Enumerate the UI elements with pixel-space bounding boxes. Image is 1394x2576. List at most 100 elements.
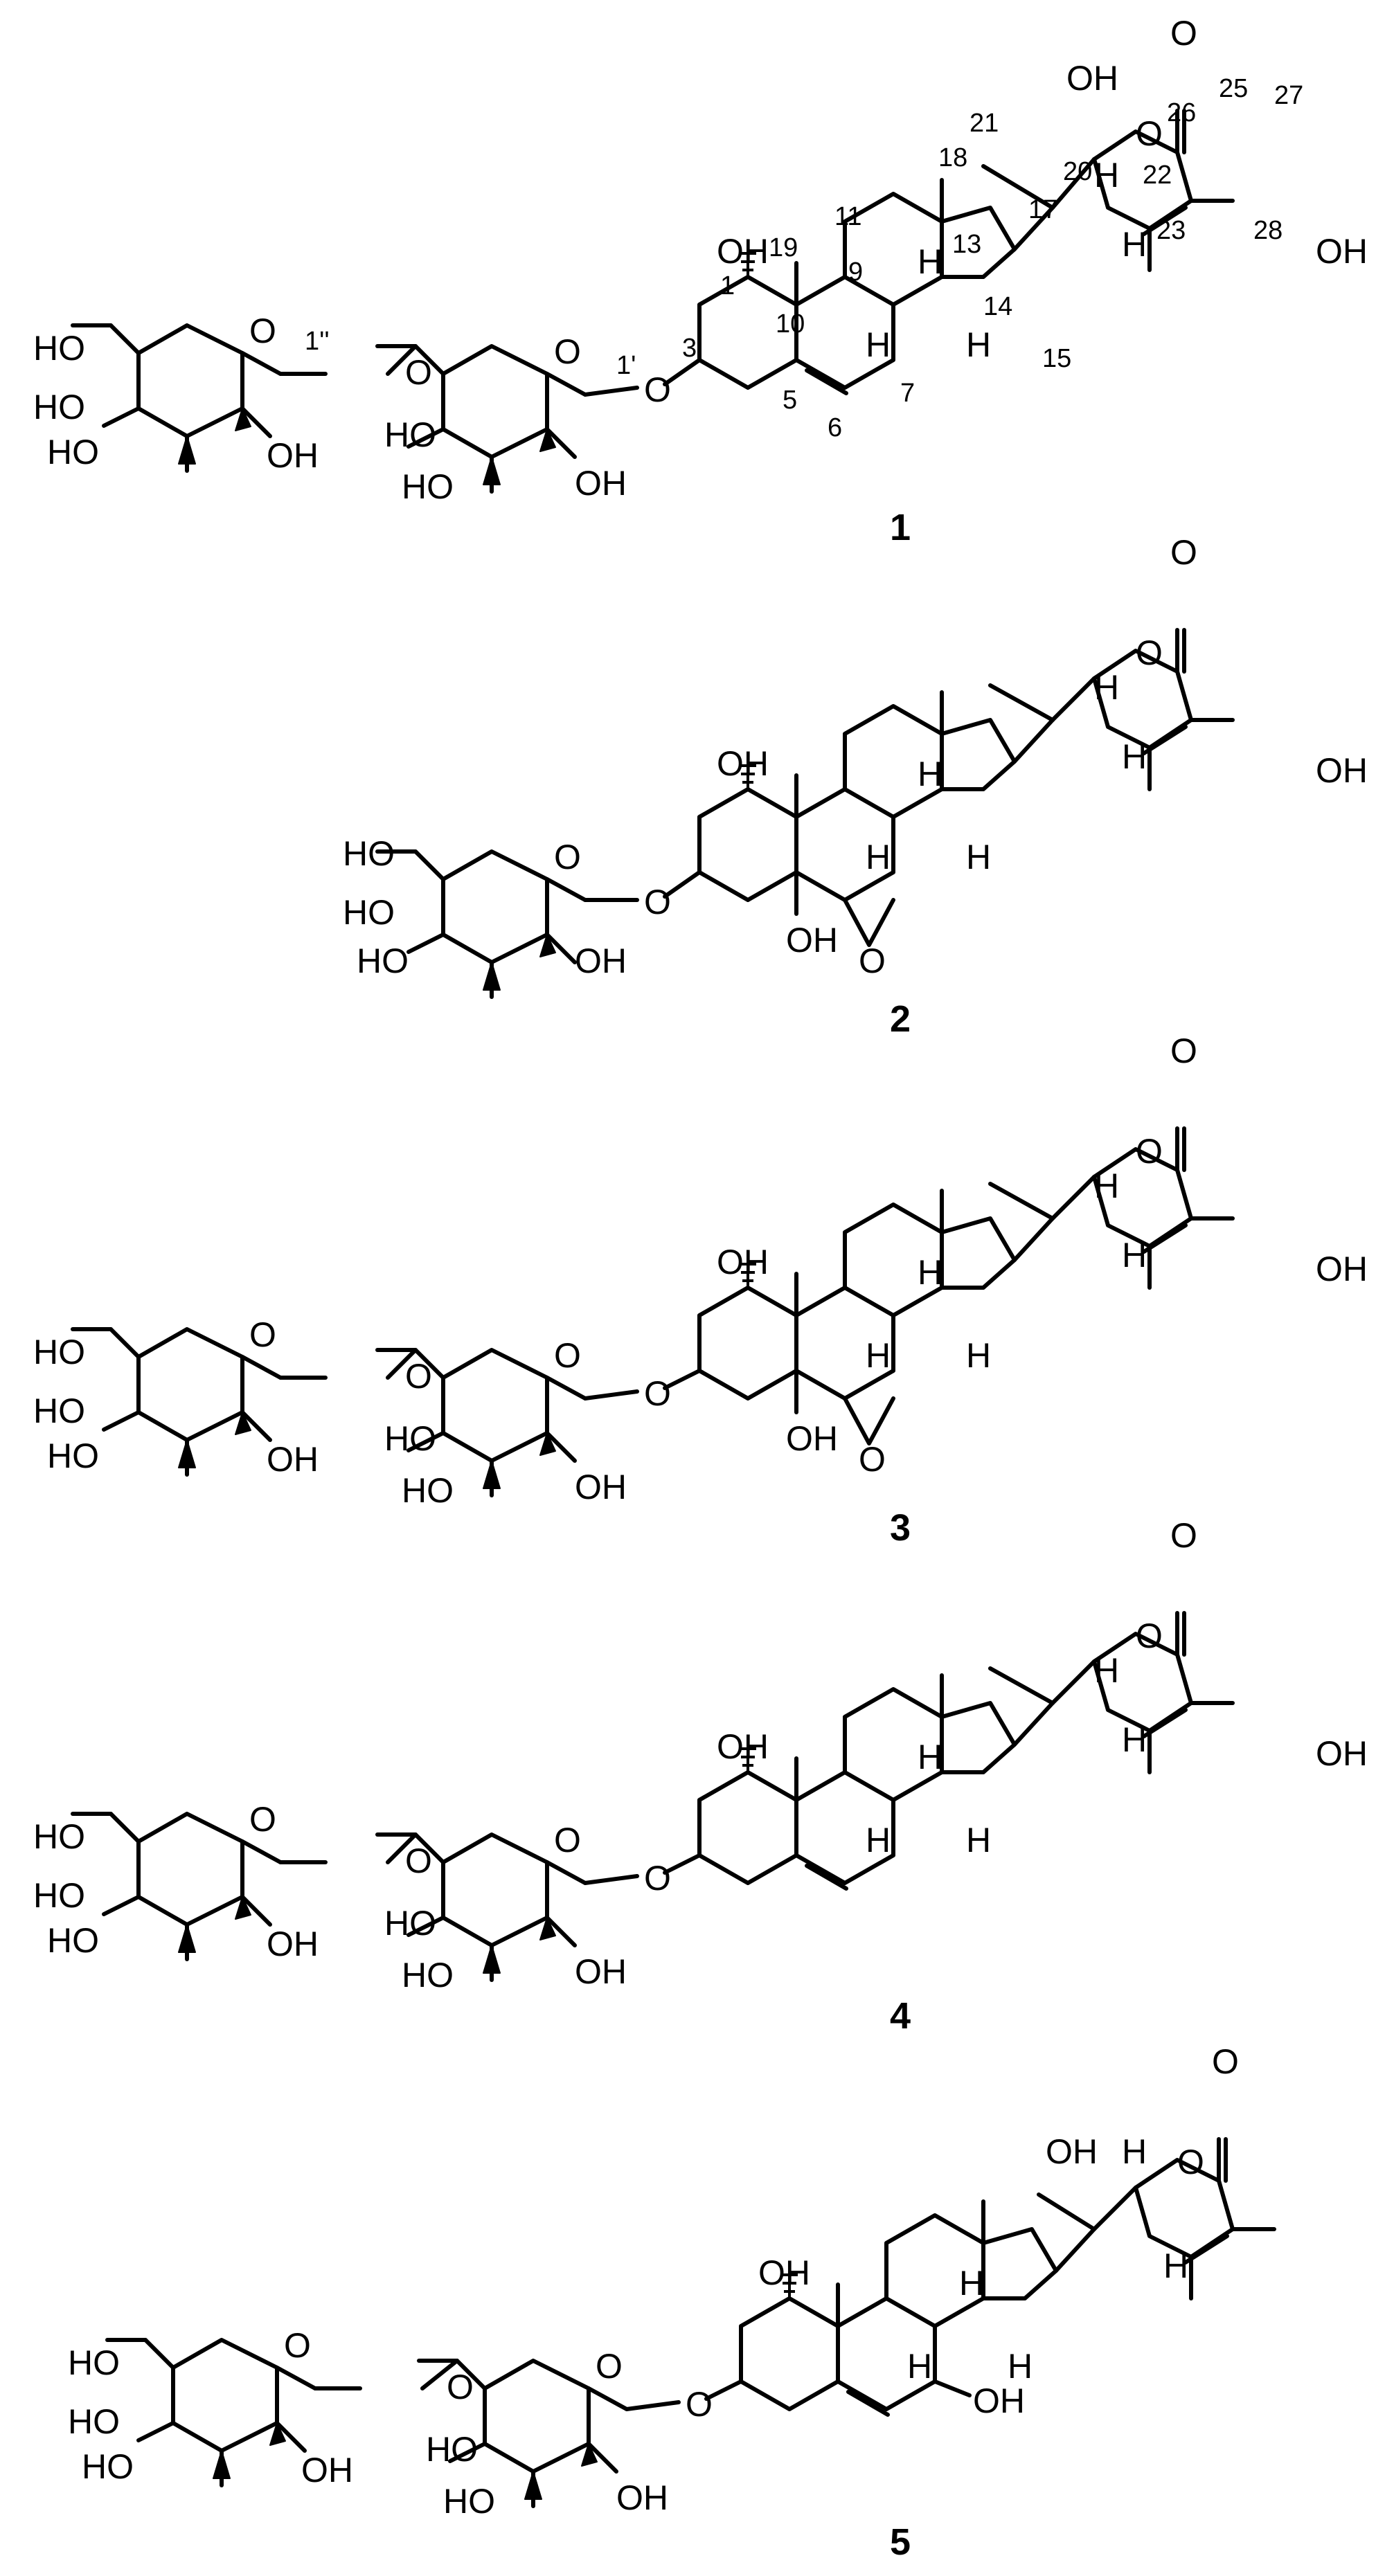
compound-5-sugar1-3-hydroxyl: HO xyxy=(443,2482,495,2521)
compound-5-lactone-ring-oxygen: O xyxy=(1177,2143,1204,2181)
compound-1-17-hydrogen: H xyxy=(1122,225,1147,264)
compound-1-locant-13: 13 xyxy=(952,230,981,259)
compound-5-14-hydrogen: H xyxy=(1008,2347,1033,2386)
compound-1-sugar1-2-hydroxyl: OH xyxy=(575,464,627,503)
compound-4-sugar1-2-hydroxyl: OH xyxy=(575,1952,627,1991)
compound-1-3-oxygen: O xyxy=(644,370,671,409)
compound-4-sugar1-3-hydroxyl: HO xyxy=(402,1956,454,1994)
compound-3-sugar1-ring-oxygen: O xyxy=(554,1336,581,1375)
compound-2-sugar-ring-oxygen: O xyxy=(554,838,581,876)
compound-4-sugar2-4-hydroxyl: HO xyxy=(33,1876,85,1915)
compound-5-lactone-ring xyxy=(1136,2139,1274,2298)
compound-1-locant-15: 15 xyxy=(1042,344,1071,373)
compound-2-sugar-6-hydroxyl: HO xyxy=(343,834,395,873)
compound-1-sugar2-3-hydroxyl: HO xyxy=(47,433,99,471)
compound-5-22-hydrogen: H xyxy=(1122,2132,1147,2171)
compound-1-lactone-ring-oxygen: O xyxy=(1136,114,1163,153)
compound-5-sugar2-6-hydroxyl: HO xyxy=(68,2343,120,2382)
compound-1-locant-10: 10 xyxy=(776,309,805,339)
compound-3-3-oxygen: O xyxy=(644,1374,671,1413)
compound-5-sugar2-4-hydroxyl: HO xyxy=(68,2402,120,2441)
compound-4-lactone-ring xyxy=(1094,1613,1233,1772)
compound-5-sugar2-3-hydroxyl: HO xyxy=(82,2447,134,2486)
compound-1-locant-7: 7 xyxy=(900,379,915,408)
compound-2-5-hydroxyl: OH xyxy=(786,921,838,960)
compound-1-sugar1-3-hydroxyl: HO xyxy=(402,467,454,506)
compound-3-lactone-carbonyl-oxygen: O xyxy=(1170,1032,1197,1070)
compound-5-7-hydroxyl: OH xyxy=(973,2381,1025,2420)
compound-2-8-hydrogen: H xyxy=(918,755,942,793)
compound-1-sugar2-ring-oxygen: O xyxy=(249,312,276,350)
compound-4-3-oxygen: O xyxy=(644,1859,671,1898)
compound-1-locant-28: 28 xyxy=(1253,216,1283,245)
compound-2-9-hydrogen: H xyxy=(866,838,891,876)
compound-5-structure: OH O O OH HO HO HO OH O HO HO OH O OH O … xyxy=(68,2042,1274,2563)
compound-3-sugar1-2-hydroxyl: OH xyxy=(575,1468,627,1506)
compound-3-glycosidic-oxygen: O xyxy=(405,1357,432,1396)
compound-1-locant-9: 9 xyxy=(848,258,863,287)
compound-2-lactone-carbonyl-oxygen: O xyxy=(1170,533,1197,572)
compound-5-sugar1-ring-oxygen: O xyxy=(596,2347,623,2386)
compound-1-locant-17: 17 xyxy=(1028,195,1057,224)
compound-1-locant-23: 23 xyxy=(1156,216,1186,245)
compound-4-sugar2-6-hydroxyl: HO xyxy=(33,1817,85,1856)
compound-4-glycosidic-oxygen: O xyxy=(405,1841,432,1880)
compound-1-27-hydroxyl: OH xyxy=(1316,232,1368,271)
compound-3-sugar2-2-hydroxyl: OH xyxy=(267,1440,319,1479)
compound-1-8-hydrogen: H xyxy=(918,242,942,281)
compound-1-locant-21: 21 xyxy=(969,109,999,138)
compound-2-14-hydrogen: H xyxy=(966,838,991,876)
compound-1-lactone-carbonyl-oxygen: O xyxy=(1170,14,1197,53)
compound-4-17-hydrogen: H xyxy=(1122,1720,1147,1759)
compound-3-structure: OH O O OH O HO HO HO OH O HO HO OH O O O… xyxy=(33,1032,1368,1549)
compound-2-3-oxygen: O xyxy=(644,883,671,921)
compound-1-sugar2-2-hydroxyl: OH xyxy=(267,436,319,475)
compound-2-27-hydroxyl: OH xyxy=(1316,751,1368,790)
compound-5-label: 5 xyxy=(890,2521,911,2563)
compound-2-17-hydrogen: H xyxy=(1122,737,1147,776)
compound-1-locant-26: 26 xyxy=(1167,98,1196,127)
compound-3-9-hydrogen: H xyxy=(866,1336,891,1375)
compound-1-structure: OH O O HO HO HO OH O HO HO OH O OH O O O… xyxy=(33,14,1368,548)
compound-4-label: 4 xyxy=(890,1995,911,2037)
compound-4-27-hydroxyl: OH xyxy=(1316,1734,1368,1773)
compound-5-glycosidic-oxygen: O xyxy=(447,2368,474,2406)
compound-5-20-hydroxyl: OH xyxy=(1046,2132,1098,2171)
compound-5-3-oxygen: O xyxy=(686,2385,713,2424)
compound-1-locant-27: 27 xyxy=(1274,81,1303,110)
compound-3-14-hydrogen: H xyxy=(966,1336,991,1375)
compound-5-sugar2-2-hydroxyl: OH xyxy=(301,2451,353,2489)
compound-1-locant-6: 6 xyxy=(828,413,842,442)
compound-3-sugar2-ring-oxygen: O xyxy=(249,1315,276,1354)
compound-4-1-hydroxyl: OH xyxy=(717,1727,769,1766)
compound-1-locant-1: 1 xyxy=(720,271,735,300)
compound-2-epoxide-oxygen: O xyxy=(859,942,886,980)
compound-2-lactone-ring-oxygen: O xyxy=(1136,633,1163,672)
compound-5-sugar2-ring-oxygen: O xyxy=(284,2326,311,2365)
compound-1-sugar1-ring-oxygen: O xyxy=(554,332,581,371)
compound-1-locant-20: 20 xyxy=(1063,157,1092,186)
compound-3-label: 3 xyxy=(890,1507,911,1549)
compound-3-sugar1-3-hydroxyl: HO xyxy=(402,1471,454,1510)
compound-1-locant-1-double-prime: 1'' xyxy=(305,327,330,356)
compound-2-22-hydrogen: H xyxy=(1094,668,1119,707)
compound-3-17-hydrogen: H xyxy=(1122,1236,1147,1275)
compound-4-sugar2-2-hydroxyl: OH xyxy=(267,1925,319,1963)
compound-1-locant-3: 3 xyxy=(682,334,697,363)
compound-3-lactone-ring-oxygen: O xyxy=(1136,1132,1163,1171)
compound-1-22-hydrogen: H xyxy=(1094,156,1119,195)
compound-2-sugar-4-hydroxyl: HO xyxy=(343,893,395,932)
compound-4-lactone-ring-oxygen: O xyxy=(1136,1616,1163,1655)
compound-2-sugar-3-hydroxyl: HO xyxy=(357,942,409,980)
compound-4-14-hydrogen: H xyxy=(966,1821,991,1859)
compound-1-label: 1 xyxy=(890,507,911,548)
compound-4-22-hydrogen: H xyxy=(1094,1651,1119,1690)
compound-2-structure: OH O OH O HO HO HO OH O O O OH H H H H H… xyxy=(343,533,1368,1040)
compound-1-locant-1-prime: 1' xyxy=(616,351,636,380)
compound-3-22-hydrogen: H xyxy=(1094,1167,1119,1205)
compound-1-sugar2-6-hydroxyl: HO xyxy=(33,329,85,368)
compound-4-9-hydrogen: H xyxy=(866,1821,891,1859)
compound-1-20-hydroxyl: OH xyxy=(1066,59,1118,98)
compound-1-1-hydroxyl: OH xyxy=(717,232,769,271)
compound-1-locant-19: 19 xyxy=(769,233,798,262)
